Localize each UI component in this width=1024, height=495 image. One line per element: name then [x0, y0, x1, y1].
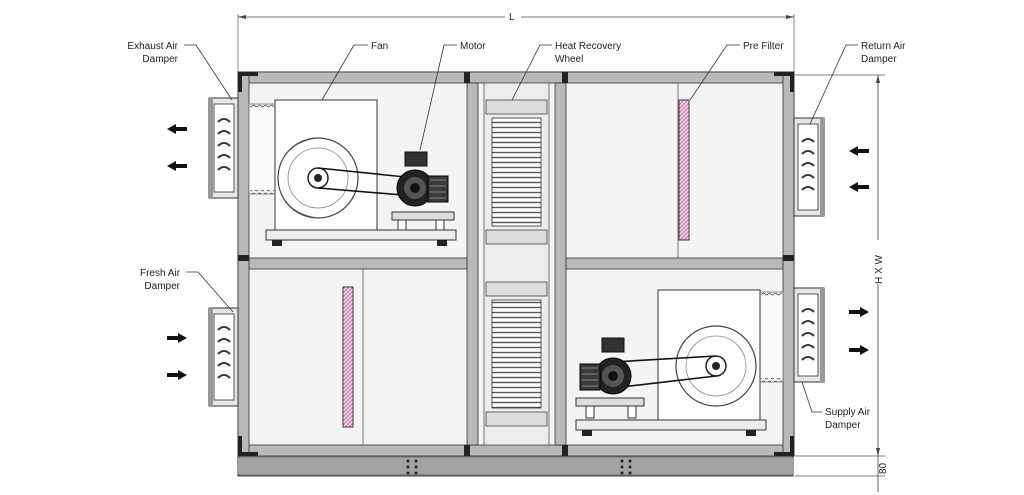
supply-fan-impeller [675, 325, 757, 407]
exhaust-airflow-arrows [167, 124, 187, 171]
svg-text:Exhaust Air: Exhaust Air [127, 41, 178, 52]
svg-text:Motor: Motor [460, 41, 486, 52]
exhaust-air-damper [208, 97, 239, 199]
base-frame [237, 455, 794, 477]
label-motor: Motor [460, 41, 486, 52]
svg-text:Fresh Air: Fresh Air [140, 268, 181, 279]
svg-text:Damper: Damper [825, 420, 861, 431]
supply-fan-housing [657, 289, 761, 421]
svg-text:Damper: Damper [144, 281, 180, 292]
pre-filter-lower [342, 286, 354, 428]
length-label: L [509, 12, 515, 23]
supply-air-damper [793, 287, 825, 383]
heat-recovery-wheel [483, 82, 550, 446]
svg-text:Damper: Damper [142, 54, 178, 65]
length-dimension: L [237, 10, 795, 72]
leader-lines [184, 44, 858, 413]
label-fresh-air-damper: Fresh Air Damper [140, 268, 181, 292]
exhaust-motor [391, 151, 455, 231]
svg-text:Supply Air: Supply Air [825, 407, 871, 418]
label-exhaust-air-damper: Exhaust Air Damper [127, 41, 178, 65]
svg-text:Return Air: Return Air [861, 41, 906, 52]
supply-motor [575, 337, 645, 419]
label-fan: Fan [371, 41, 388, 52]
return-air-damper [793, 117, 825, 217]
label-return-air-damper: Return Air Damper [861, 41, 906, 65]
fresh-airflow-arrows [167, 333, 187, 380]
svg-text:Fan: Fan [371, 41, 388, 52]
height-width-label: H X W [874, 255, 885, 284]
return-airflow-arrows [849, 146, 869, 192]
label-pre-filter: Pre Filter [743, 41, 784, 52]
svg-text:Pre Filter: Pre Filter [743, 41, 784, 52]
supply-airflow-arrows [849, 307, 869, 355]
svg-text:Heat Recovery: Heat Recovery [555, 41, 621, 52]
exhaust-fan-assembly [248, 99, 457, 246]
fresh-air-damper [208, 307, 239, 407]
label-heat-recovery-wheel: Heat Recovery Wheel [555, 41, 621, 65]
label-supply-air-damper: Supply Air Damper [825, 407, 871, 431]
svg-text:Wheel: Wheel [555, 54, 583, 65]
supply-fan-assembly [575, 289, 784, 436]
height-dimension: H X W 80 [795, 74, 889, 492]
pre-filter-upper [678, 99, 690, 241]
base-height-label: 80 [878, 462, 889, 474]
fan-housing [274, 99, 378, 231]
svg-text:Damper: Damper [861, 54, 897, 65]
